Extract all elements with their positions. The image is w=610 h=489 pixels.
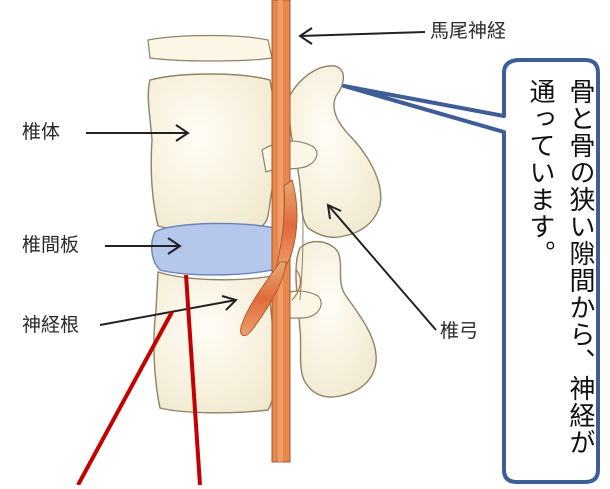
vertebral-arch-lower <box>296 242 376 397</box>
label-vertebral-body: 椎体 <box>22 123 60 142</box>
callout-text: 骨と骨の狭い隙間から、神経が通っています。 <box>508 78 600 474</box>
vertebral-body-top <box>148 36 272 62</box>
label-nerve-root: 神経根 <box>22 316 79 335</box>
label-cauda-equina: 馬尾神経 <box>430 22 506 41</box>
vertebral-body-upper <box>148 74 275 231</box>
label-intervertebral-disc: 椎間板 <box>22 236 79 255</box>
label-vertebral-arch: 椎弓 <box>440 322 478 341</box>
intervertebral-disc-shape <box>152 223 291 275</box>
